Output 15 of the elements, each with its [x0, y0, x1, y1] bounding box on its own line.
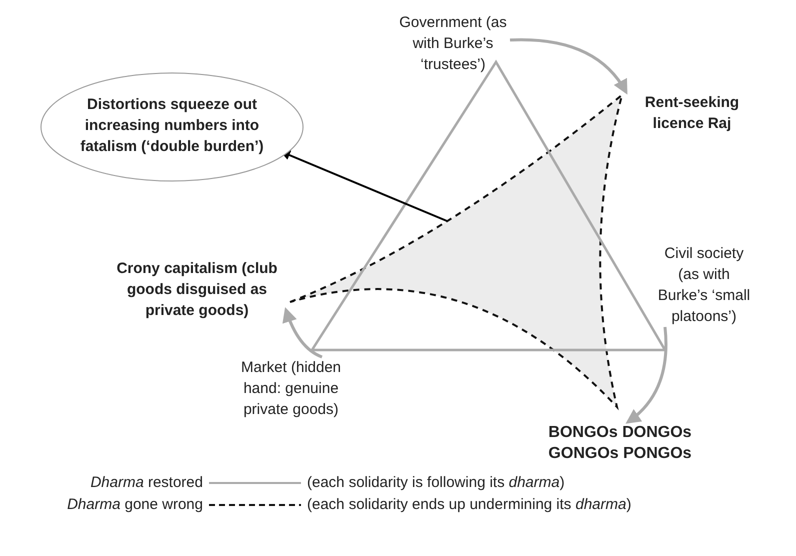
vertex-label: Civil society (as with Burke’s ‘small platoons’)	[652, 243, 756, 327]
arrow	[282, 307, 323, 358]
ellipse-text: Distortions squeeze out increasing numbers into fatalism (‘double burden’)	[79, 95, 265, 157]
arrow	[626, 326, 668, 424]
legend-text: Dharma gone wrong	[66, 495, 203, 515]
legend-description: (each solidarity is following its dharma)	[307, 473, 565, 493]
vertex-label: Government (as with Burke’s ‘trustees’)	[396, 12, 510, 75]
vertex-label: Crony capitalism (club goods disguised as private goods)	[108, 258, 286, 321]
ellipse-node	[40, 72, 304, 182]
vertex-label: Market (hidden hand: genuine private goods)	[226, 357, 356, 420]
legend-text: Dharma restored	[89, 473, 203, 493]
arrow	[510, 38, 628, 95]
vertex-label: BONGOs DONGOs GONGOs PONGOs	[525, 422, 715, 464]
vertex-label: Rent-seeking licence Raj	[626, 92, 758, 134]
legend-description: (each solidarity ends up undermining its dharma)	[307, 495, 632, 515]
